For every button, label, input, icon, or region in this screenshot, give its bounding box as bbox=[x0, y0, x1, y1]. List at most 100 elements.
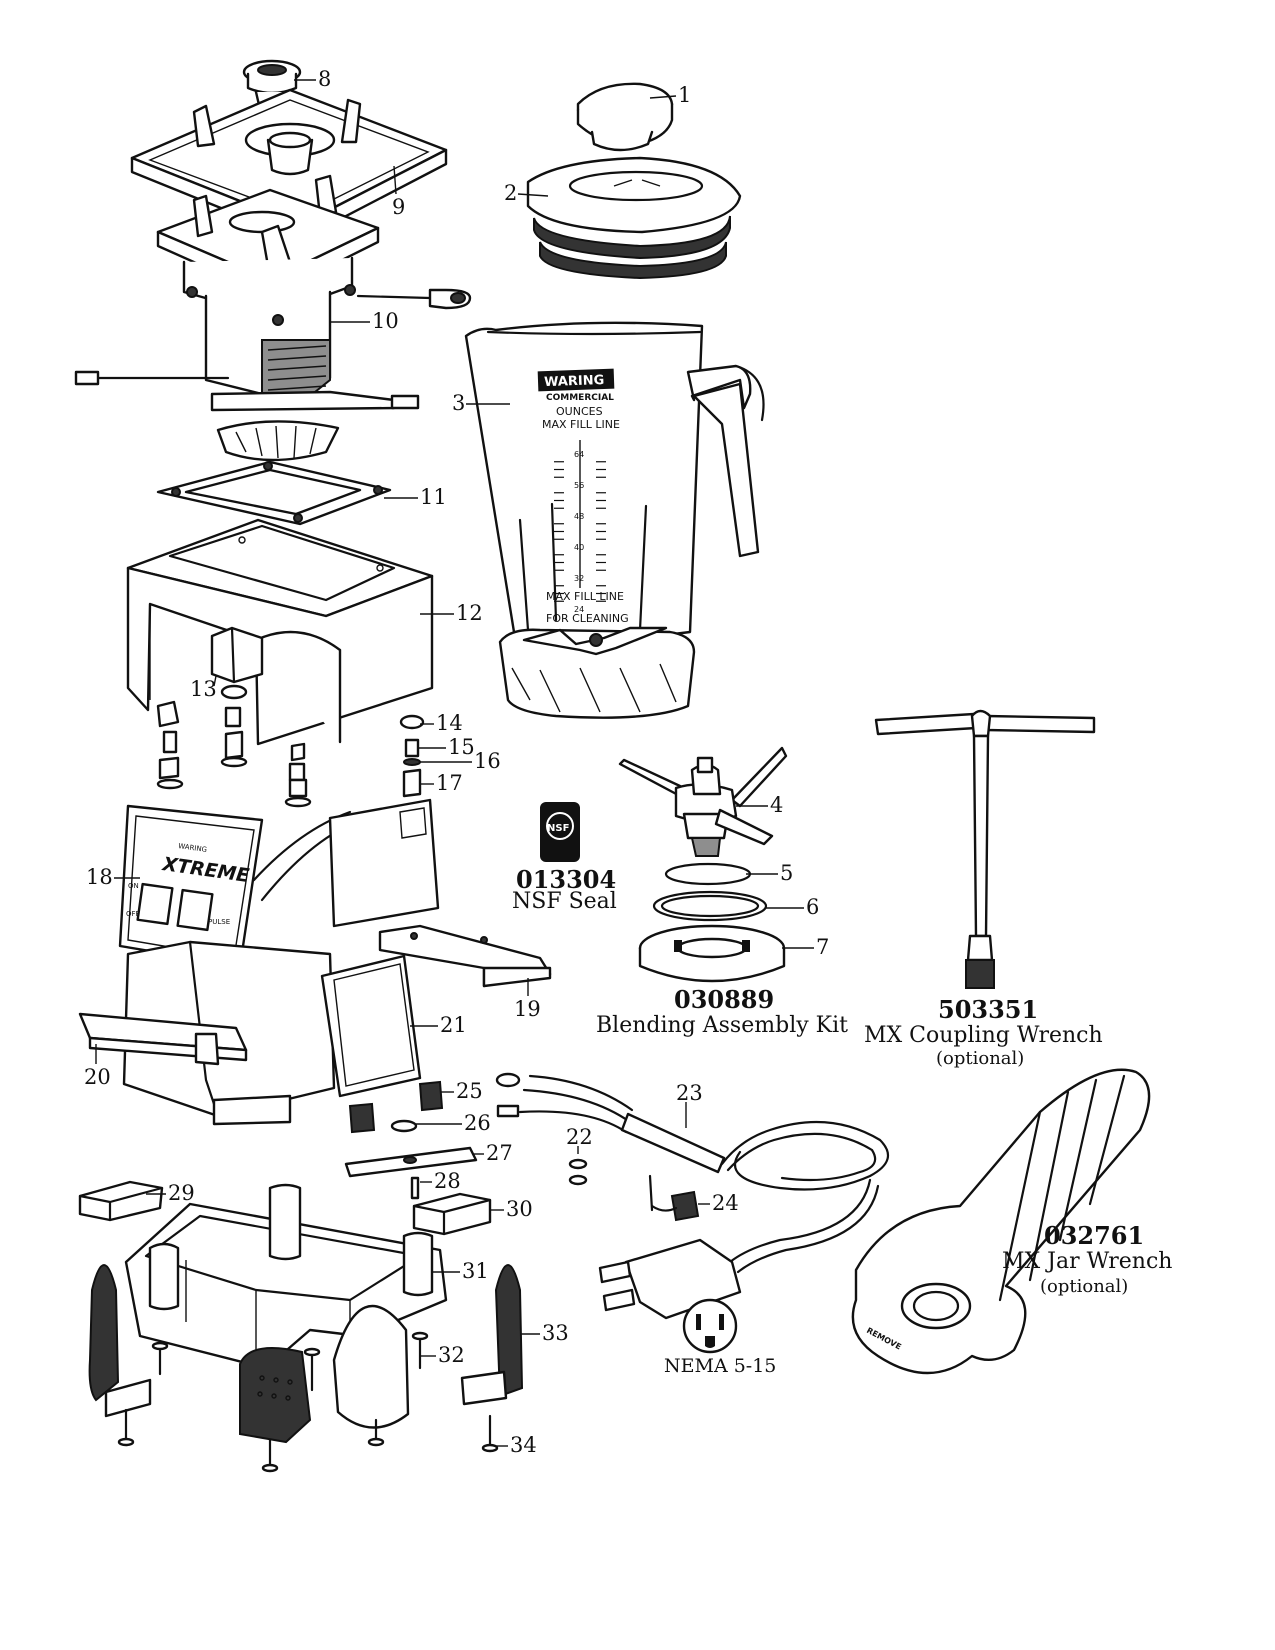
part-13-switch-boot bbox=[210, 626, 264, 684]
nsf-kit-name: NSF Seal bbox=[512, 889, 617, 914]
part-20-bracket bbox=[78, 1012, 248, 1066]
jar-cleaning-line2: FOR CLEANING bbox=[546, 612, 629, 625]
nsf-badge-text: NSF bbox=[547, 823, 569, 834]
parts-14-17-grommets-and-screws bbox=[156, 684, 425, 808]
nema-receptacle-icon bbox=[682, 1298, 738, 1354]
part-32-screws bbox=[151, 1331, 429, 1392]
jar-wrench-note: (optional) bbox=[1040, 1276, 1128, 1297]
jar-units: OUNCES bbox=[556, 405, 603, 418]
jar-brand-sub: COMMERCIAL bbox=[546, 393, 614, 403]
callout-21: 21 bbox=[440, 1013, 467, 1037]
part-11-gasket bbox=[156, 460, 392, 526]
part-30-foot-pad bbox=[412, 1192, 492, 1236]
coupling-wrench-note: (optional) bbox=[936, 1048, 1024, 1069]
callout-9: 9 bbox=[392, 195, 405, 219]
jar-tick-label: 24 bbox=[574, 605, 584, 614]
nema-label: NEMA 5-15 bbox=[664, 1355, 776, 1377]
jar-tick-label: 64 bbox=[574, 450, 584, 459]
part-24-strain-relief bbox=[648, 1174, 700, 1222]
callout-numbers: 1 2 3 4 5 6 7 8 9 10 11 12 13 14 15 16 1… bbox=[84, 67, 829, 1457]
jar-cleaning-line1: MAX FILL LINE bbox=[546, 590, 624, 603]
callout-4: 4 bbox=[770, 793, 783, 817]
callout-28: 28 bbox=[434, 1169, 461, 1193]
control-board-card bbox=[328, 798, 440, 928]
part-8-drive-coupling bbox=[242, 59, 302, 120]
panel-on-label: ON bbox=[128, 882, 139, 890]
part-21-inner-housing bbox=[122, 940, 422, 1126]
callout-30: 30 bbox=[506, 1197, 533, 1221]
part-12-motor-base-housing bbox=[126, 518, 434, 746]
jar-brand: WARING bbox=[544, 373, 605, 390]
part-3-jar: WARING COMMERCIAL OUNCES MAX FILL LINE 6… bbox=[464, 321, 765, 719]
callout-16: 16 bbox=[474, 749, 501, 773]
part-1-lid-plug bbox=[576, 82, 674, 152]
callout-18: 18 bbox=[86, 865, 113, 889]
jar-tick-label: 40 bbox=[574, 543, 584, 552]
part-23-power-cord bbox=[495, 1072, 890, 1320]
callout-23: 23 bbox=[676, 1081, 703, 1105]
jar-wrench-number: 032761 bbox=[1044, 1221, 1144, 1250]
nsf-kit-number: 013304 bbox=[516, 865, 616, 894]
coupling-wrench bbox=[874, 709, 1096, 989]
callout-29: 29 bbox=[168, 1181, 195, 1205]
callout-10: 10 bbox=[372, 309, 399, 333]
callout-31: 31 bbox=[462, 1259, 489, 1283]
callout-25: 25 bbox=[456, 1079, 483, 1103]
panel-small-brand: WARING bbox=[178, 842, 208, 854]
part-19-bracket bbox=[378, 924, 552, 988]
kit-labels: 013304 NSF Seal 030889 Blending Assembly… bbox=[512, 865, 1172, 1297]
jar-wrench: REMOVE bbox=[851, 1068, 1151, 1375]
panel-pulse-label: PULSE bbox=[208, 918, 230, 926]
part-7-retainer-nut bbox=[638, 924, 786, 983]
callout-32: 32 bbox=[438, 1343, 465, 1367]
part-10-motor bbox=[74, 188, 472, 462]
parts-25-28-small-parts bbox=[344, 1080, 478, 1200]
callout-8: 8 bbox=[318, 67, 331, 91]
callout-15: 15 bbox=[448, 735, 475, 759]
part-33-feet bbox=[88, 1264, 524, 1444]
callout-14: 14 bbox=[436, 711, 463, 735]
callout-33: 33 bbox=[542, 1321, 569, 1345]
callout-2: 2 bbox=[504, 181, 517, 205]
part-29-foot-pad bbox=[78, 1180, 164, 1222]
panel-off-label: OFF bbox=[126, 910, 140, 918]
part-2-lid bbox=[526, 156, 742, 280]
callout-20: 20 bbox=[84, 1065, 111, 1089]
callout-7: 7 bbox=[816, 935, 829, 959]
pulse-switch[interactable] bbox=[176, 888, 214, 932]
on-off-switch[interactable] bbox=[136, 882, 174, 926]
jar-wrench-name: MX Jar Wrench bbox=[1002, 1249, 1172, 1274]
blending-kit-name: Blending Assembly Kit bbox=[596, 1013, 848, 1038]
coupling-wrench-number: 503351 bbox=[938, 995, 1038, 1024]
blending-kit-number: 030889 bbox=[674, 985, 774, 1014]
jar-tick-label: 48 bbox=[574, 512, 584, 521]
callout-13: 13 bbox=[190, 677, 217, 701]
jar-graduations: 64 56 48 40 32 24 bbox=[554, 450, 606, 614]
callout-34: 34 bbox=[510, 1433, 537, 1457]
leader-lines bbox=[95, 79, 814, 1447]
callout-27: 27 bbox=[486, 1141, 513, 1165]
part-4-blade-assembly bbox=[618, 746, 788, 857]
callout-12: 12 bbox=[456, 601, 483, 625]
part-18-control-panel: WARING XTREME ON OFF PULSE bbox=[118, 804, 362, 968]
callout-22: 22 bbox=[566, 1125, 593, 1149]
callout-17: 17 bbox=[436, 771, 463, 795]
callout-11: 11 bbox=[420, 485, 447, 509]
coupling-wrench-name: MX Coupling Wrench bbox=[864, 1023, 1103, 1048]
callout-24: 24 bbox=[712, 1191, 739, 1215]
jar-max-fill: MAX FILL LINE bbox=[542, 418, 620, 431]
callout-26: 26 bbox=[464, 1111, 491, 1135]
part-5-o-ring bbox=[664, 862, 752, 886]
jar-tick-label: 56 bbox=[574, 481, 584, 490]
part-34-screws bbox=[117, 1408, 499, 1473]
callout-6: 6 bbox=[806, 895, 819, 919]
part-22-washers bbox=[568, 1158, 588, 1186]
nsf-seal-badge: NSF bbox=[540, 802, 580, 862]
callout-5: 5 bbox=[780, 861, 793, 885]
part-6-gasket-ring bbox=[652, 890, 768, 922]
callout-19: 19 bbox=[514, 997, 541, 1021]
callout-1: 1 bbox=[678, 83, 691, 107]
jar-tick-label: 32 bbox=[574, 574, 584, 583]
callout-3: 3 bbox=[452, 391, 465, 415]
